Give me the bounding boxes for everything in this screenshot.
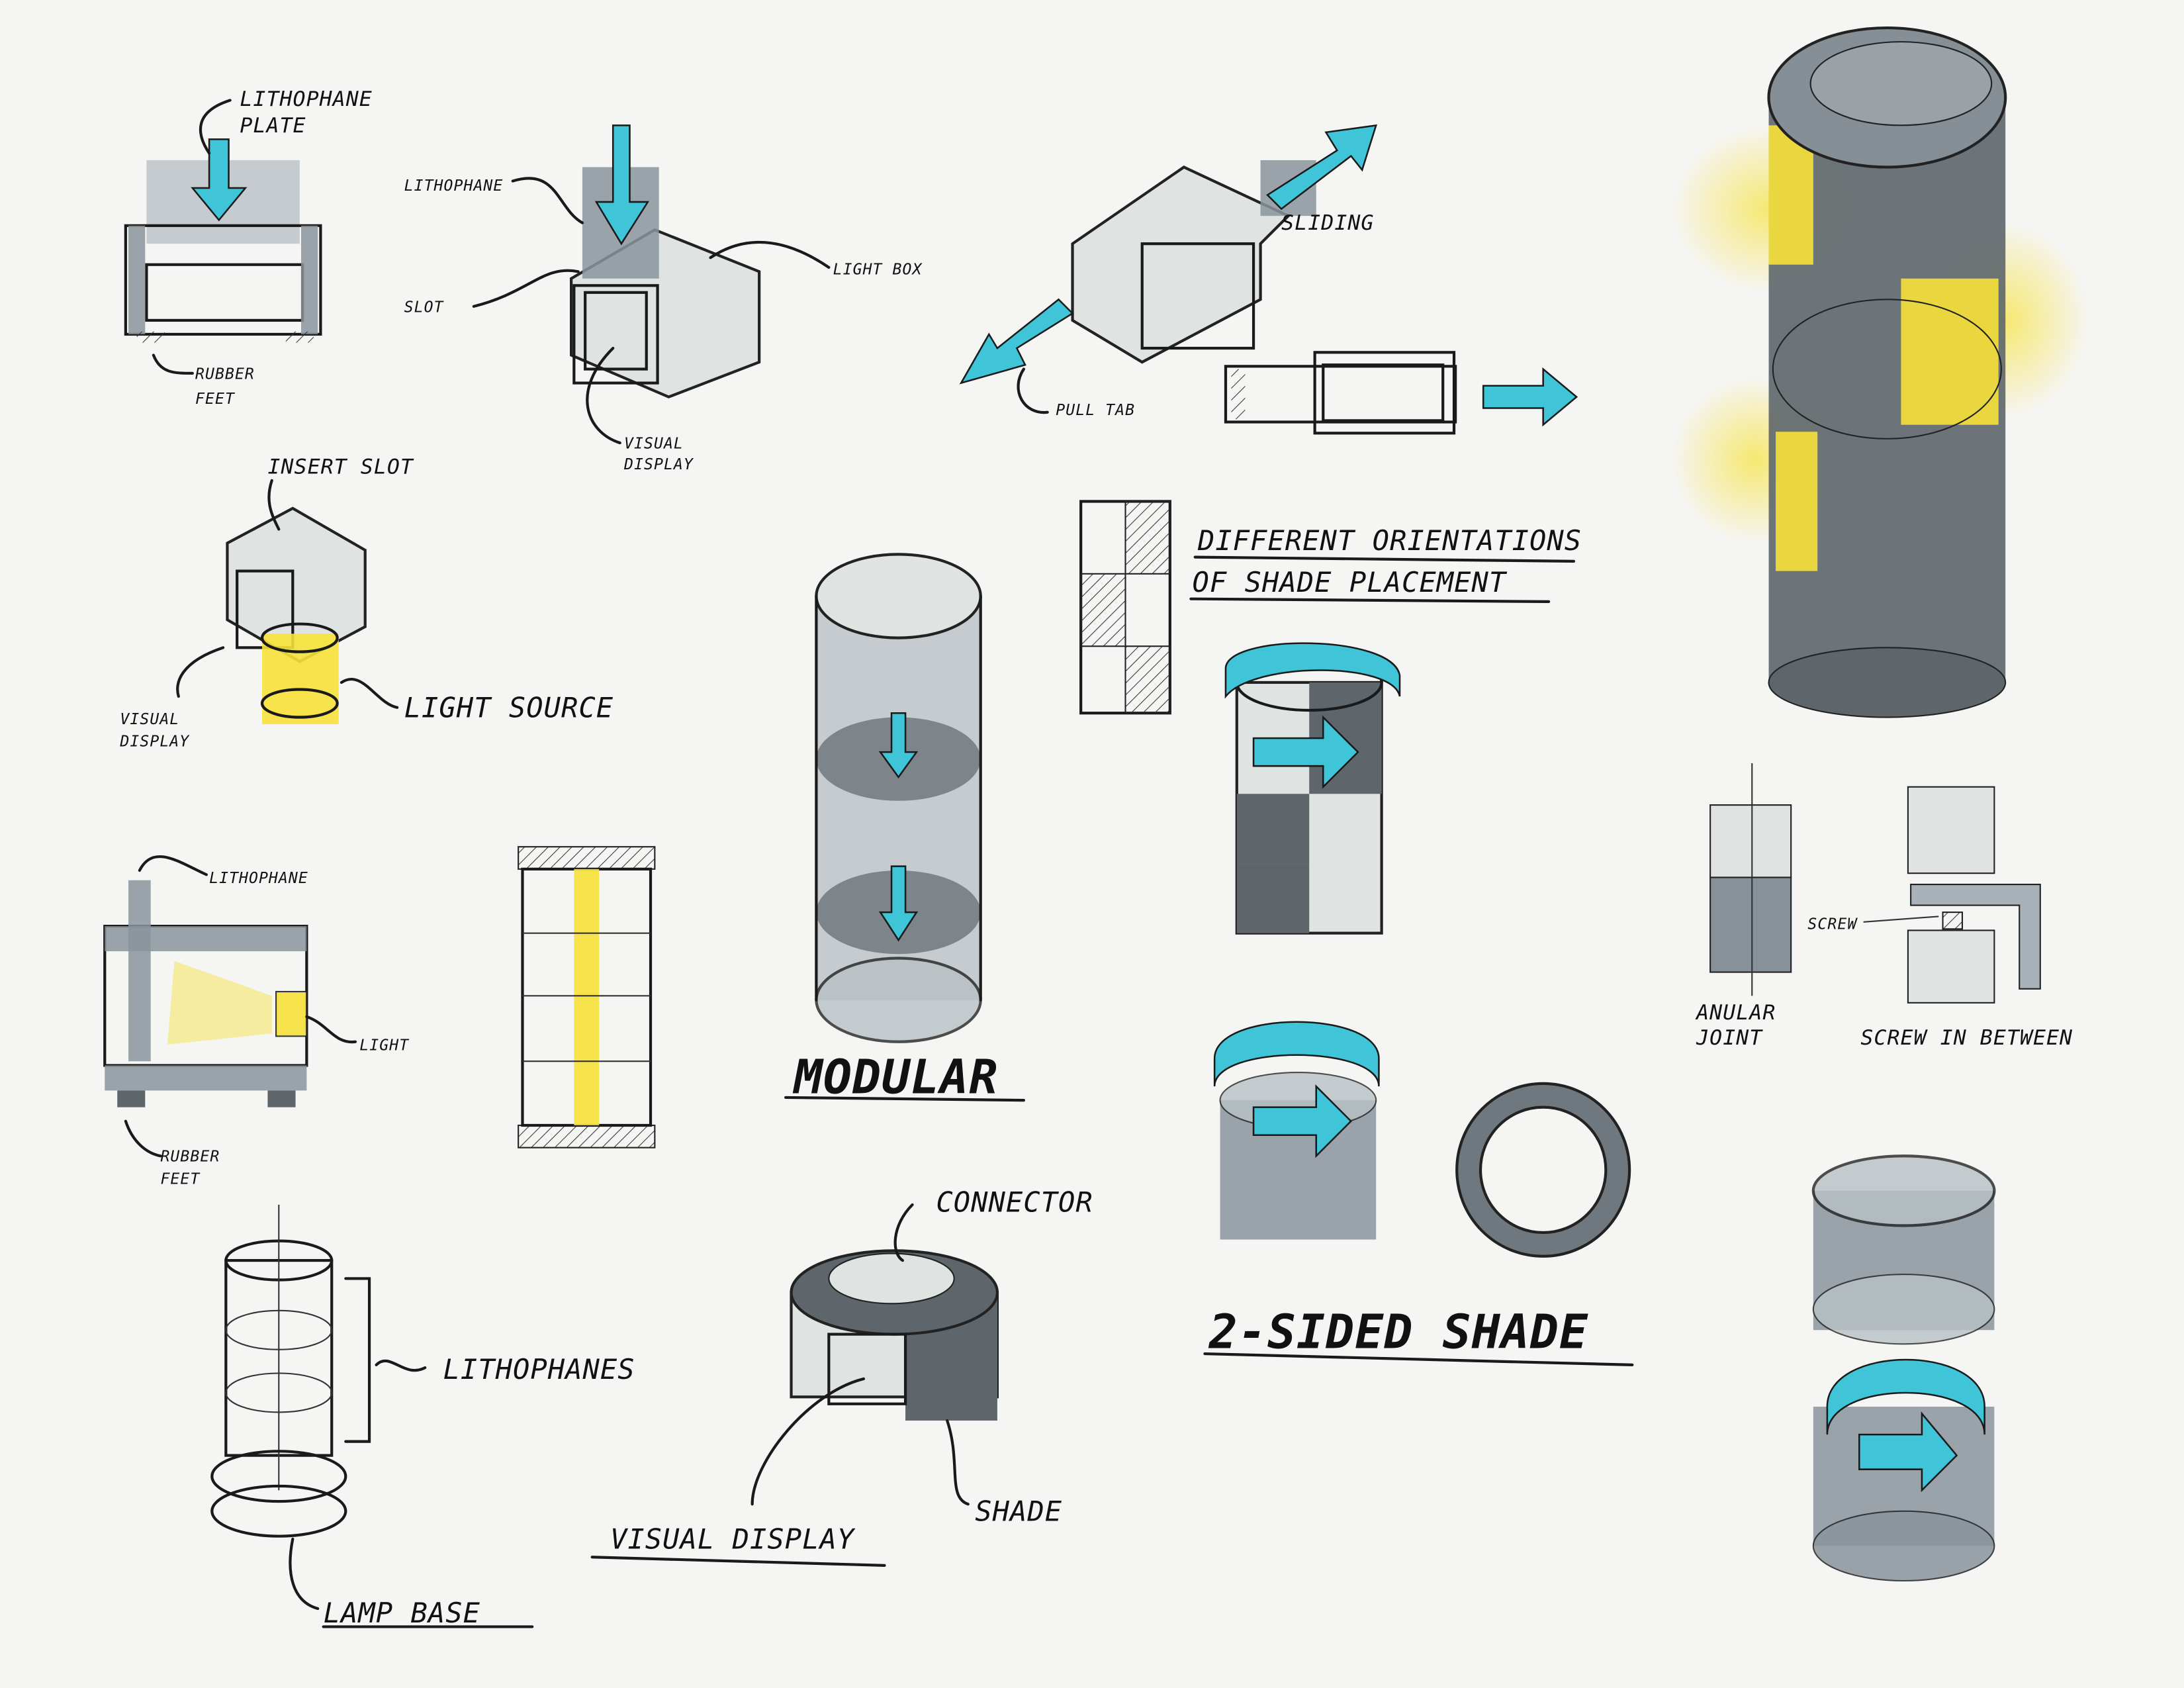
label-2-sided-shade: 2-SIDED SHADE — [1208, 1305, 1588, 1360]
rotate-arrow-icon — [1826, 1358, 1985, 1435]
label-anular-joint: JOINT — [1696, 1026, 1763, 1050]
arrow-right-icon — [1482, 367, 1578, 427]
sketch-section-view — [103, 855, 357, 1158]
label-screw: SCREW — [1807, 915, 1858, 933]
sketch-lamp-base — [210, 1204, 534, 1628]
label-anular-joint: ANULAR — [1695, 1001, 1776, 1025]
label-visual-display: DISPLAY — [623, 456, 694, 473]
label-visual-display: VISUAL DISPLAY — [610, 1523, 856, 1556]
annotations: LITHOPHANE PLATE RUBBER FEET LITHOPHANE … — [119, 87, 2073, 1629]
label-light: LIGHT — [359, 1037, 410, 1054]
sketch-sliding-box — [959, 124, 1578, 435]
down-arrow-icon — [594, 124, 650, 246]
label-lithophane-plate: PLATE — [240, 114, 306, 138]
label-sliding: SLIDING — [1281, 211, 1374, 235]
label-lithophane-plate: LITHOPHANE — [240, 87, 372, 111]
sketch-insert-slot-cube — [176, 479, 399, 725]
label-modular: MODULAR — [793, 1050, 999, 1105]
label-rubber-feet: FEET — [195, 391, 236, 408]
rotate-arrow-icon — [1224, 642, 1401, 699]
label-lithophane: LITHOPHANE — [404, 177, 504, 195]
label-rubber-feet: RUBBER — [195, 365, 255, 383]
arrow-left-icon — [959, 298, 1074, 385]
down-arrow-icon — [191, 138, 248, 222]
label-visual-display: VISUAL — [120, 711, 179, 728]
sketch-rotating-shade — [1811, 1154, 1996, 1582]
sketch-shade-cylinder — [1224, 642, 1401, 935]
label-pull-tab: PULL TAB — [1056, 402, 1135, 419]
arrow-right-icon — [1266, 124, 1378, 211]
down-arrow-icon — [878, 865, 919, 942]
label-shade: SHADE — [975, 1495, 1062, 1528]
sketch-shade-ring — [1203, 1021, 1634, 1366]
arrow-right-icon — [1858, 1411, 1958, 1493]
label-screw-in-between: SCREW IN BETWEEN — [1860, 1026, 2073, 1050]
label-visual-display: DISPLAY — [119, 733, 190, 751]
sketch-connector-shade — [590, 1203, 999, 1567]
sketch-lit-tower — [1671, 26, 2089, 718]
sketch-lithophane-frame — [124, 99, 322, 375]
label-orientations: OF SHADE PLACEMENT — [1192, 566, 1507, 598]
sketch-orientations-grid — [1079, 500, 1576, 715]
sketch-joints — [1709, 763, 2041, 1004]
label-lamp-base: LAMP BASE — [324, 1597, 480, 1629]
label-connector: CONNECTOR — [936, 1186, 1093, 1218]
label-orientations: DIFFERENT ORIENTATIONS — [1197, 524, 1582, 557]
label-light-source: LIGHT SOURCE — [404, 692, 614, 724]
arrow-right-icon — [1252, 1084, 1353, 1158]
label-lithophanes: LITHOPHANES — [443, 1353, 635, 1385]
label-light-box: LIGHT BOX — [833, 261, 923, 278]
label-slot: SLOT — [404, 299, 445, 316]
rotate-arrow-icon — [1213, 1021, 1380, 1087]
label-insert-slot: INSERT SLOT — [267, 455, 414, 479]
down-arrow-icon — [878, 712, 919, 779]
sketch-tower-section — [518, 846, 656, 1149]
label-rubber-feet: RUBBER — [160, 1149, 220, 1166]
label-rubber-feet: FEET — [160, 1170, 201, 1188]
sketch-light-box — [472, 124, 831, 445]
label-visual-display: VISUAL — [624, 435, 684, 452]
label-lithophane: LITHOPHANE — [209, 870, 308, 887]
arrow-right-icon — [1252, 715, 1359, 789]
sketch-modular-stack — [784, 553, 1026, 1102]
